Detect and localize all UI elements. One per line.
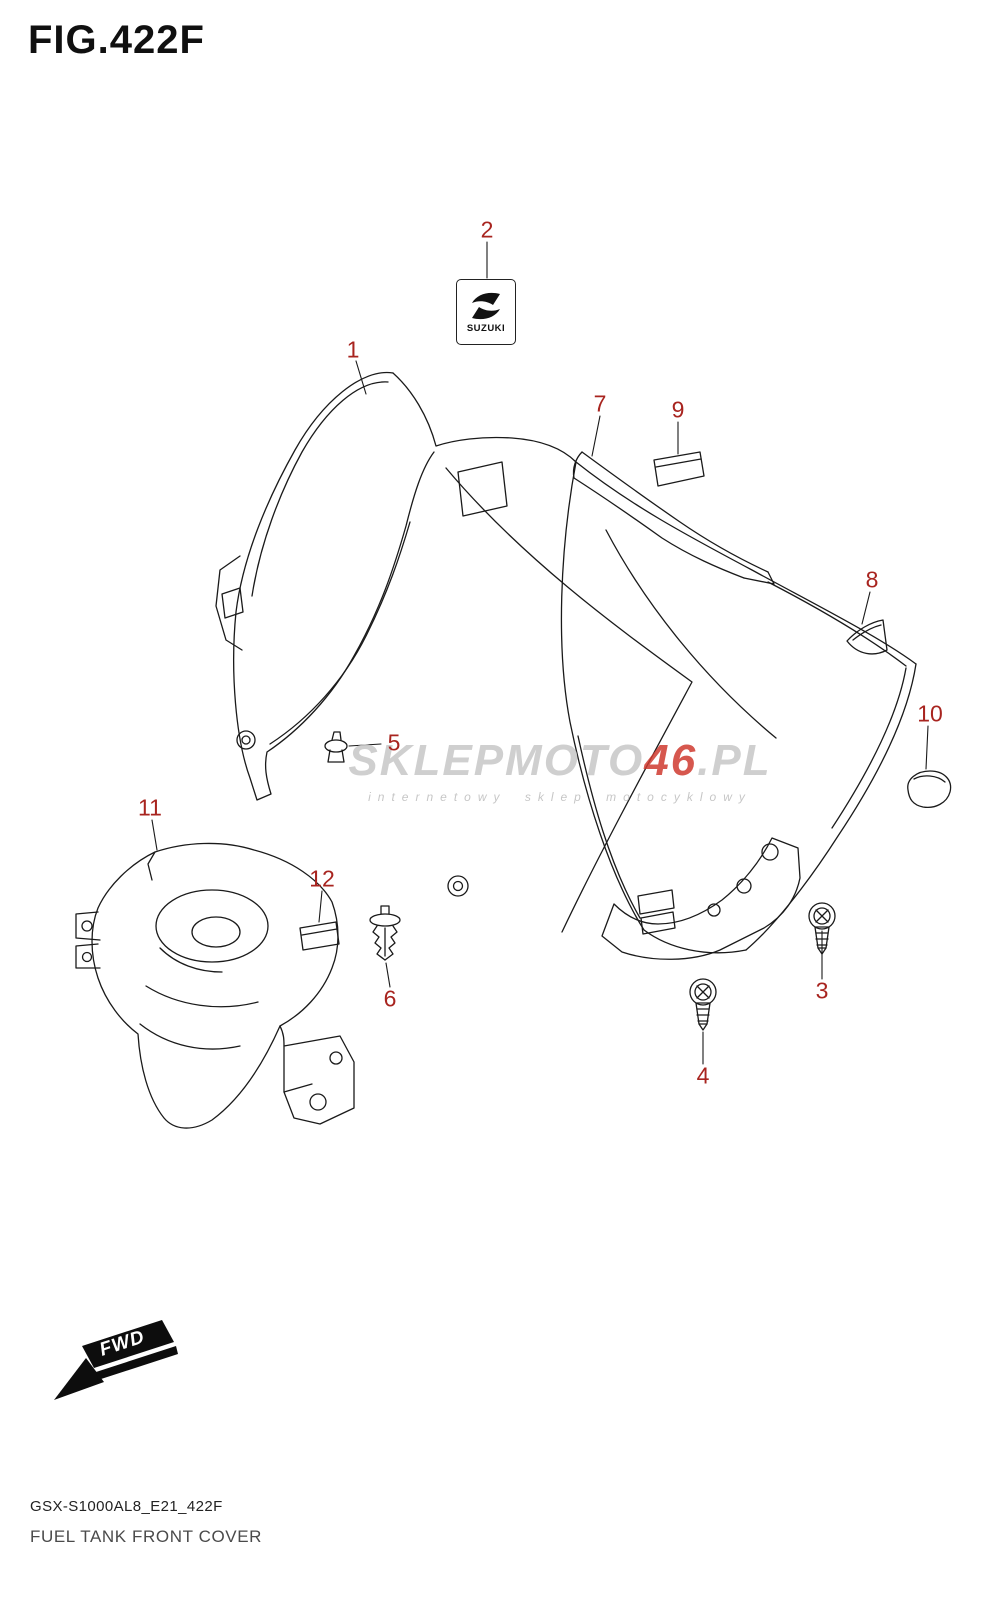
part-3-screw bbox=[808, 902, 836, 955]
callout-leader-lines bbox=[151, 241, 929, 1065]
part-12-cushion-sticker bbox=[299, 921, 340, 951]
part-callout-3: 3 bbox=[815, 977, 829, 1004]
part-1-front-cover-left-panel bbox=[215, 371, 577, 801]
mounting-bracket bbox=[601, 837, 801, 960]
part-5-clip bbox=[324, 731, 348, 763]
suzuki-emblem-label: SUZUKI bbox=[466, 322, 506, 334]
part-1-front-cover-right-panel bbox=[445, 461, 917, 954]
part-callout-11: 11 bbox=[138, 794, 162, 821]
part-callout-12: 12 bbox=[309, 865, 335, 892]
footer: GSX-S1000AL8_E21_422F FUEL TANK FRONT CO… bbox=[30, 1498, 262, 1547]
part-callout-10: 10 bbox=[917, 700, 943, 727]
fwd-arrow-icon: FWD bbox=[54, 1320, 178, 1400]
suzuki-emblem-sticker: SUZUKI bbox=[456, 279, 516, 345]
drawing-title: FUEL TANK FRONT COVER bbox=[30, 1527, 263, 1546]
part-callout-2: 2 bbox=[480, 216, 494, 243]
part-8-corner-fin bbox=[846, 619, 888, 655]
part-9-cushion-sticker bbox=[653, 451, 705, 487]
part-callout-5: 5 bbox=[387, 729, 401, 756]
part-10-cap bbox=[907, 770, 952, 809]
suzuki-s-icon bbox=[472, 292, 500, 319]
drawing-code: GSX-S1000AL8_E21_422F bbox=[30, 1498, 223, 1515]
part-callout-4: 4 bbox=[696, 1062, 710, 1089]
part-callout-8: 8 bbox=[865, 566, 879, 593]
part-callout-7: 7 bbox=[593, 390, 607, 417]
part-11-center-cover bbox=[75, 842, 355, 1129]
part-callout-6: 6 bbox=[383, 985, 397, 1012]
part-7-trim-strip bbox=[572, 451, 775, 585]
part-4-screw bbox=[689, 978, 717, 1031]
part-callout-1: 1 bbox=[346, 336, 360, 363]
part-callout-9: 9 bbox=[671, 396, 685, 423]
figure-title: FIG.422F bbox=[28, 18, 205, 62]
part-6-rivet bbox=[369, 905, 401, 961]
